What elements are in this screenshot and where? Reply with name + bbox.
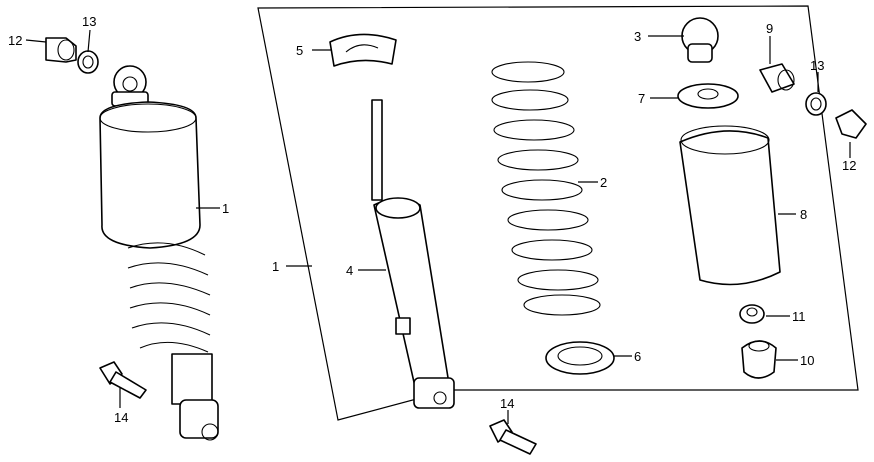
upper-joint <box>681 17 719 63</box>
bolt-left <box>99 361 147 399</box>
callout-13-left: 13 <box>82 14 96 29</box>
callout-13-right: 13 <box>810 58 824 73</box>
rubber-bush <box>741 340 777 379</box>
leader-lines <box>25 29 851 424</box>
cap-nut-left <box>45 37 77 63</box>
callout-6: 6 <box>634 349 641 364</box>
assembled-shock-absorber <box>99 65 219 441</box>
callout-5: 5 <box>296 43 303 58</box>
coil-spring <box>491 61 601 316</box>
washer-left <box>77 50 99 74</box>
exploded-view-frame <box>257 5 859 421</box>
callout-1-frame: 1 <box>272 259 279 274</box>
callout-14-left: 14 <box>114 410 128 425</box>
bolt-bottom <box>489 419 537 455</box>
callout-8: 8 <box>800 207 807 222</box>
callout-14-bottom: 14 <box>500 396 514 411</box>
spring-retainer <box>677 83 739 109</box>
bushing <box>759 63 795 93</box>
callout-9: 9 <box>766 21 773 36</box>
callout-12-left: 12 <box>8 33 22 48</box>
dust-cover <box>679 125 781 286</box>
spring-seat-lower <box>545 341 615 375</box>
cap-nut-right <box>835 109 867 139</box>
callout-11: 11 <box>792 309 806 324</box>
callout-4: 4 <box>346 263 353 278</box>
callout-7: 7 <box>638 91 645 106</box>
callout-10: 10 <box>800 353 814 368</box>
lock-nut <box>739 304 765 324</box>
spring-seat-stopper <box>329 33 397 67</box>
callout-2: 2 <box>600 175 607 190</box>
washer-right <box>805 92 827 116</box>
damper-unit <box>371 99 455 409</box>
callout-3: 3 <box>634 29 641 44</box>
callout-1-left: 1 <box>222 201 229 216</box>
callout-12-right: 12 <box>842 158 856 173</box>
